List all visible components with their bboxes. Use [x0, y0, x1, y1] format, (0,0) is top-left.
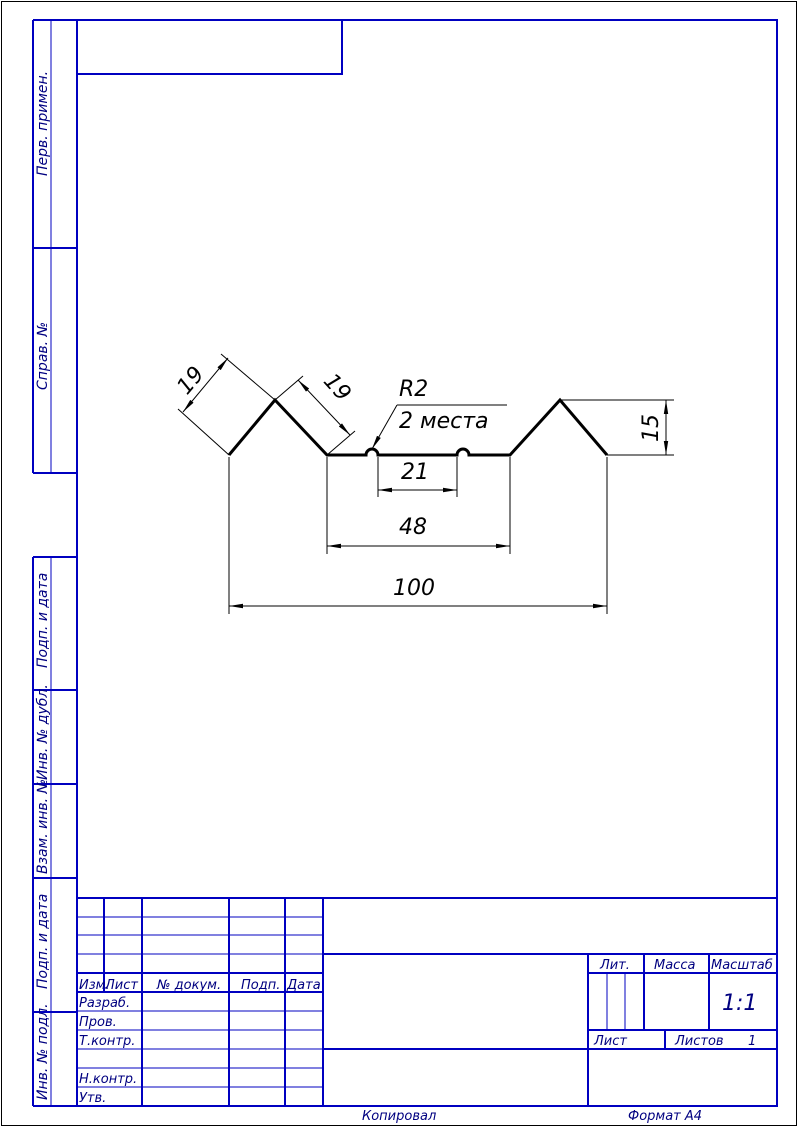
col-header-date: Дата: [286, 978, 321, 993]
row-label-norm-control: Н.контр.: [79, 1072, 137, 1087]
side-label-sign-date-2: Подп. и дата: [35, 894, 51, 989]
side-label-sign-date-1: Подп. и дата: [35, 573, 51, 668]
side-label-first-use: Перв. примен.: [35, 71, 51, 176]
drawing-frame: [32, 19, 778, 1107]
row-label-developed: Разраб.: [79, 996, 130, 1011]
dim-bottom-width: 48: [399, 515, 427, 540]
scale-label: Масштаб: [711, 958, 773, 973]
dim-overall-width: 100: [393, 576, 435, 601]
scale-value: 1:1: [722, 991, 757, 1016]
mass-label: Масса: [654, 958, 695, 973]
title-block: Изм. Лист № докум. Подп. Дата Разраб. Пр…: [79, 958, 773, 1106]
dim-height: 15: [639, 414, 664, 442]
dim-radius-note: 2 места: [399, 409, 489, 434]
dim-groove-spacing: 21: [401, 460, 429, 485]
row-label-tech-control: Т.контр.: [79, 1034, 135, 1049]
side-label-dup-inv-no: Инв. № дубл.: [35, 684, 51, 780]
profile-outline: [227, 397, 609, 457]
lit-label: Лит.: [599, 958, 630, 973]
side-label-reference-no: Справ. №: [35, 322, 51, 390]
col-header-sheet: Лист: [104, 978, 138, 993]
sheet-label: Лист: [593, 1034, 627, 1049]
profile-drawing: 19 19 R2 2 места 15 21 48 100: [172, 353, 674, 614]
dim-slant-left: 19: [172, 362, 209, 400]
footer-copied: Копировал: [362, 1109, 436, 1124]
dim-radius: R2: [399, 377, 428, 402]
sheets-value: 1: [748, 1034, 756, 1049]
sheets-label: Листов: [674, 1034, 724, 1049]
side-label-repl-inv-no: Взам. инв. №: [35, 779, 51, 874]
row-label-approved: Утв.: [79, 1091, 106, 1106]
dim-slant-right: 19: [318, 369, 355, 407]
side-label-orig-inv-no: Инв. № подл.: [35, 1003, 51, 1100]
row-label-checked: Пров.: [79, 1015, 117, 1030]
footer-format: Формат А4: [628, 1109, 702, 1124]
col-header-change: Изм.: [79, 978, 110, 993]
col-header-signature: Подп.: [241, 978, 280, 993]
col-header-doc-no: № докум.: [156, 978, 221, 993]
